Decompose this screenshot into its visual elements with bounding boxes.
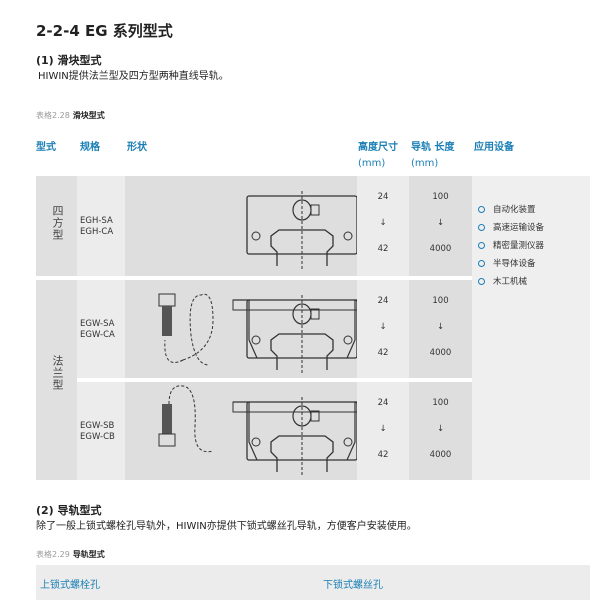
rail-length-value: 4000 [429,450,452,460]
rail-length-cell: 100 ↓ 4000 [409,280,472,378]
height-value: 24 [377,192,389,202]
rail-length-cell: 100 ↓ 4000 [409,382,472,480]
application-item: 木工机械 [478,273,544,291]
caption-number: 表格2.28 [36,111,70,120]
rail-length-value: ↓ [436,424,445,434]
application-list: 自动化装置 高速运输设备 精密量测仪器 半导体设备 木工机械 [478,201,544,291]
height-cell: 24 ↓ 42 [357,176,409,276]
height-value: 42 [377,348,389,358]
spec-model: EGW-SA [80,319,115,329]
header-top-lock: 上锁式螺栓孔 [40,580,100,591]
application-item: 自动化装置 [478,201,544,219]
header-rail-unit: (mm) [411,158,439,169]
type-cell-square [36,176,77,276]
table2-header: 上锁式螺栓孔 下锁式螺丝孔 [36,565,590,600]
header-type: 型式 [36,142,56,153]
rail-length-value: ↓ [436,322,445,332]
rail-length-value: 100 [432,398,449,408]
section2-text: 除了一般上锁式螺栓孔导轨外，HIWIN亦提供下锁式螺丝孔导轨，方便客户安装使用。 [36,521,417,532]
spec-model: EGW-CA [80,330,115,340]
section1-heading: (1) 滑块型式 [36,54,102,67]
caption-title: 滑块型式 [72,111,105,120]
application-item: 半导体设备 [478,255,544,273]
height-value: 42 [377,244,389,254]
page-title: 2-2-4 EG 系列型式 [36,22,173,40]
application-item: 精密量测仪器 [478,237,544,255]
header-height: 高度尺寸 [358,142,398,153]
bullet-icon [478,224,485,231]
header-spec: 规格 [80,142,100,153]
rail-length-value: 100 [432,192,449,202]
app-cell [472,176,590,480]
bullet-icon [478,206,485,213]
header-shape: 形状 [127,142,147,153]
block-drawing-icon [246,191,358,271]
section2-heading: (2) 导轨型式 [36,504,102,517]
block-drawing-icon [158,293,372,375]
type-cell-flange [36,280,77,480]
height-cell: 24 ↓ 42 [357,382,409,480]
height-value: 24 [377,296,389,306]
header-bottom-lock: 下锁式螺丝孔 [323,580,383,591]
height-value: ↓ [379,218,387,228]
type-label-square: 四方型 [51,205,64,241]
rail-length-value: ↓ [436,218,445,228]
height-value: ↓ [379,424,387,434]
rail-length-cell: 100 ↓ 4000 [409,176,472,276]
shape-cell [125,176,358,276]
rail-length-value: 100 [432,296,449,306]
application-item: 高速运输设备 [478,219,544,237]
spec-model: EGW-SB [80,421,115,431]
shape-cell [125,382,372,480]
rail-length-value: 4000 [429,244,452,254]
bullet-icon [478,260,485,267]
header-height-unit: (mm) [358,158,386,169]
caption-number: 表格2.29 [36,550,70,559]
bullet-icon [478,278,485,285]
shape-cell [125,280,372,378]
height-cell: 24 ↓ 42 [357,280,409,378]
section1-text: HIWIN提供法兰型及四方型两种直线导轨。 [38,71,229,82]
bullet-icon [478,242,485,249]
spec-model: EGW-CB [80,432,115,442]
caption-title: 导轨型式 [72,550,105,559]
type-label-flange: 法兰型 [51,355,64,391]
spec-model: EGH-CA [80,227,114,237]
rail-length-value: 4000 [429,348,452,358]
header-rail: 导轨 长度 [411,142,455,153]
spec-model: EGH-SA [80,216,113,226]
height-value: ↓ [379,322,387,332]
height-value: 24 [377,398,389,408]
block-drawing-icon [158,385,372,477]
header-app: 应用设备 [474,142,514,153]
height-value: 42 [377,450,389,460]
